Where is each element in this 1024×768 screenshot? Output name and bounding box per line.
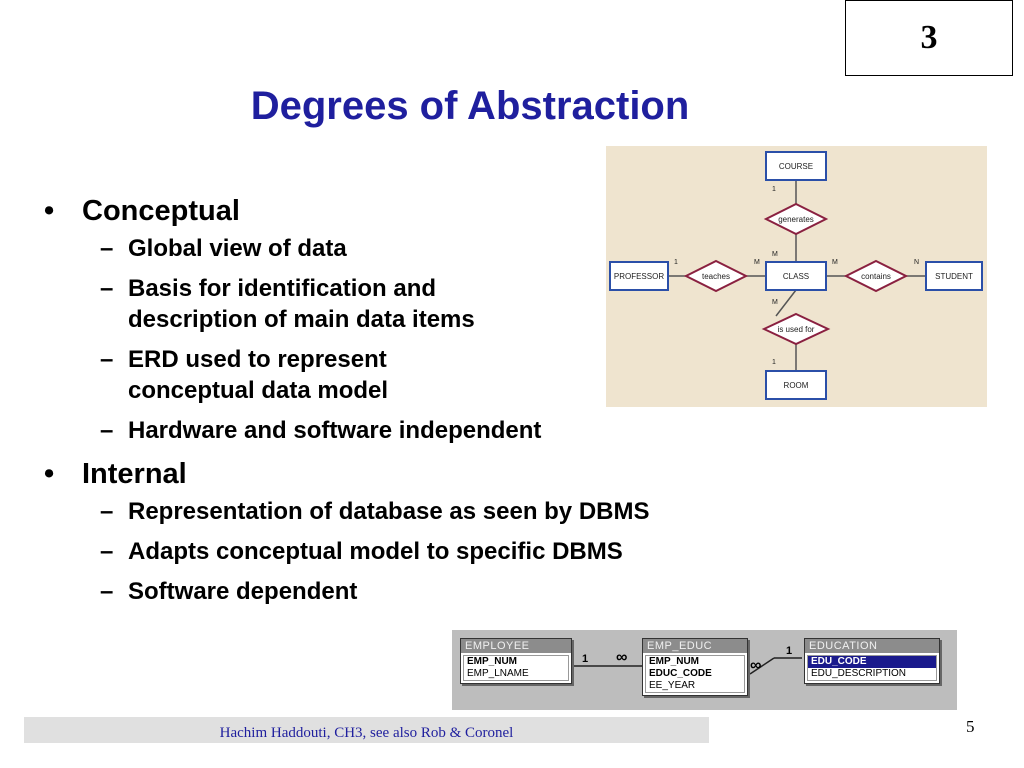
- sub-bullet: –Software dependent: [100, 578, 358, 605]
- erd-entity-class: [765, 261, 827, 291]
- sub-bullet: –Hardware and software independent: [100, 417, 542, 444]
- erd-relationship-is-used-for: [761, 312, 831, 346]
- erd-cardinality: M: [772, 251, 778, 258]
- table-title: EDUCATION: [805, 639, 939, 653]
- erd-cardinality: M: [832, 259, 838, 266]
- table-field-selected: EDU_CODE: [808, 656, 936, 668]
- page-number: 5: [966, 717, 975, 736]
- erd-relationship-generates: [763, 202, 829, 236]
- table-title: EMPLOYEE: [461, 639, 571, 653]
- sub-bullet-continuation: description of main data items: [128, 306, 475, 333]
- erd-relationship-teaches: [683, 259, 749, 293]
- erd-diagram: COURSE PROFESSOR CLASS STUDENT ROOM gene…: [606, 146, 987, 407]
- table-field: EDU_DESCRIPTION: [811, 668, 907, 679]
- bullet-dot: •: [44, 458, 55, 490]
- relational-diagram: 1 ∞ ∞ 1 EMPLOYEE EMP_NUM EMP_LNAME EMP_E…: [452, 630, 957, 710]
- dash-marker: –: [100, 417, 114, 444]
- bullet-conceptual: •Conceptual: [44, 195, 240, 227]
- table-fields: EMP_NUM EDUC_CODE EE_YEAR: [645, 655, 745, 693]
- dash-marker: –: [100, 346, 114, 373]
- erd-cardinality: N: [914, 259, 919, 266]
- footer-text: Hachim Haddouti, CH3, see also Rob & Cor…: [219, 725, 514, 741]
- erd-entity-student: [925, 261, 983, 291]
- table-employee[interactable]: EMPLOYEE EMP_NUM EMP_LNAME: [460, 638, 572, 684]
- erd-entity-room: [765, 370, 827, 400]
- table-education[interactable]: EDUCATION EDU_CODE EDU_DESCRIPTION: [804, 638, 940, 684]
- chapter-number-box: 3: [845, 0, 1013, 76]
- table-field: EMP_NUM: [649, 656, 700, 667]
- erd-relationship-label: is used for: [778, 325, 815, 334]
- erd-relationship-label: generates: [778, 215, 814, 224]
- dash-marker: –: [100, 498, 114, 525]
- erd-cardinality: 1: [674, 259, 678, 266]
- relation-links: 1 ∞ ∞ 1: [574, 645, 802, 675]
- bullet-internal: •Internal: [44, 458, 187, 490]
- sub-bullet: –ERD used to represent: [100, 346, 387, 373]
- table-emp-educ[interactable]: EMP_EDUC EMP_NUM EDUC_CODE EE_YEAR: [642, 638, 748, 696]
- erd-entity-professor: [609, 261, 669, 291]
- erd-cardinality: M: [754, 259, 760, 266]
- table-fields: EDU_CODE EDU_DESCRIPTION: [807, 655, 937, 681]
- dash-marker: –: [100, 275, 114, 302]
- erd-entity-label: STUDENT: [935, 272, 973, 281]
- table-fields: EMP_NUM EMP_LNAME: [463, 655, 569, 681]
- sub-bullet: –Global view of data: [100, 235, 347, 262]
- link-cardinality: ∞: [750, 657, 761, 674]
- table-title: EMP_EDUC: [643, 639, 747, 653]
- dash-marker: –: [100, 538, 114, 565]
- footer-bar: [24, 717, 709, 743]
- erd-line: [775, 289, 797, 317]
- dash-marker: –: [100, 235, 114, 262]
- sub-bullet: –Adapts conceptual model to specific DBM…: [100, 538, 623, 565]
- link-cardinality: 1: [582, 653, 588, 665]
- erd-cardinality: 1: [772, 359, 776, 366]
- erd-entity-label: CLASS: [783, 272, 809, 281]
- erd-relationship-label: contains: [861, 272, 891, 281]
- table-field: EMP_NUM: [467, 656, 518, 667]
- erd-entity-label: ROOM: [784, 381, 809, 390]
- bullet-dot: •: [44, 195, 55, 227]
- table-field: EDUC_CODE: [649, 668, 712, 679]
- bullet-list: •Conceptual –Global view of data –Basis …: [44, 193, 649, 607]
- erd-entity-course: [765, 151, 827, 181]
- erd-relationship-label: teaches: [702, 272, 730, 281]
- sub-bullet: –Basis for identification and: [100, 275, 437, 302]
- erd-relationship-contains: [843, 259, 909, 293]
- link-line: [749, 657, 775, 675]
- chapter-number: 3: [920, 19, 938, 56]
- table-field: EMP_LNAME: [467, 668, 529, 679]
- erd-cardinality: M: [772, 299, 778, 306]
- sub-bullet-continuation: conceptual data model: [128, 377, 389, 404]
- sub-bullet: –Representation of database as seen by D…: [100, 498, 650, 525]
- slide-title: Degrees of Abstraction: [250, 84, 690, 128]
- dash-marker: –: [100, 578, 114, 605]
- erd-entity-label: PROFESSOR: [614, 272, 664, 281]
- link-cardinality: ∞: [616, 649, 627, 666]
- link-cardinality: 1: [786, 645, 792, 657]
- erd-entity-label: COURSE: [779, 162, 813, 171]
- table-field: EE_YEAR: [649, 680, 696, 691]
- erd-cardinality: 1: [772, 186, 776, 193]
